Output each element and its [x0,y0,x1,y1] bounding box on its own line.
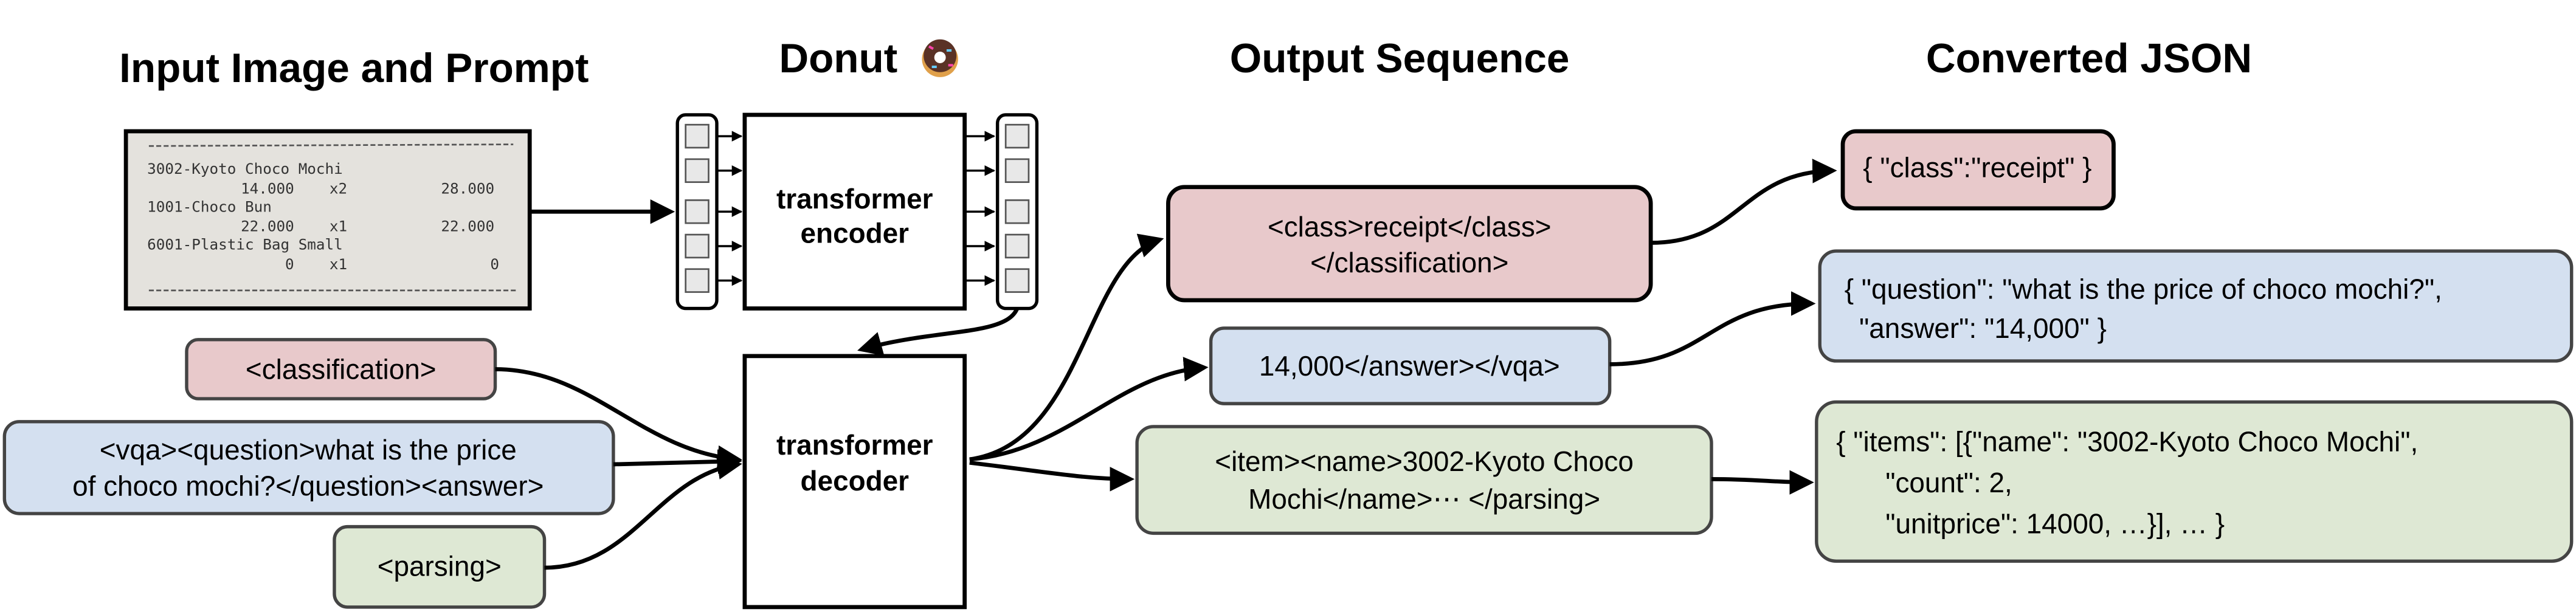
output-text: Mochi</name>⋯ </parsing> [1248,483,1600,515]
prompt-text: <vqa><question>what is the price [100,434,517,466]
receipt-line: 0 [490,255,499,273]
receipt-line: 0 [285,255,294,273]
encoder-output-tokens [995,113,1039,311]
class-to-json-arrow [1651,159,1837,245]
transformer-decoder: transformer decoder [742,354,967,610]
receipt-line: 1001-Choco Bun [147,198,272,215]
prompt-parsing: <parsing> [333,524,547,609]
receipt-line: 28.000 [441,180,494,198]
token-arrows-in [716,131,743,286]
json-text: { "class":"receipt" } [1863,152,2091,184]
decoder-label: decoder [801,465,910,497]
model-title: Donut [779,36,897,81]
json-title: Converted JSON [1926,36,2252,81]
parse-to-json-arrow [1711,470,1814,495]
decoder-to-vqa-arrow [969,357,1209,462]
encoder-to-decoder-arrow [857,308,1020,356]
decoder-to-parse-arrow [969,460,1135,492]
output-vqa: 14,000</answer></vqa> [1209,326,1612,405]
json-parsing: { "items": [{"name": "3002-Kyoto Choco M… [1815,400,2574,563]
receipt-line: x1 [330,255,347,273]
output-text: </classification> [1310,247,1508,278]
parsing-to-decoder-arrow [544,455,742,570]
json-vqa: { "question": "what is the price of choc… [1818,249,2574,363]
output-text: 14,000</answer></vqa> [1259,350,1560,382]
receipt-line: x1 [330,218,347,235]
output-title: Output Sequence [1230,36,1570,81]
token-arrows-out [964,131,996,286]
receipt-line: x2 [330,180,347,198]
receipt-image: 3002-Kyoto Choco Mochi 14.000 x2 28.000 … [123,129,532,311]
prompt-text: <parsing> [378,551,502,582]
input-title: Input Image and Prompt [119,46,589,91]
receipt-line: 6001-Plastic Bag Small [147,235,343,253]
output-classification: <class>receipt</class> </classification> [1166,185,1653,303]
transformer-encoder: transformer encoder [742,112,967,311]
classification-to-decoder-arrow [495,367,742,470]
json-classification: { "class":"receipt" } [1840,129,2116,211]
output-text: <item><name>3002-Kyoto Choco [1215,445,1634,477]
decoder-label: transformer [776,429,933,461]
receipt-line: 22.000 [241,218,294,235]
donut-icon [922,39,958,77]
encoder-input-tokens [675,113,719,311]
encoder-label: transformer [776,183,933,215]
output-parsing: <item><name>3002-Kyoto Choco Mochi</name… [1135,425,1713,535]
receipt-line: 14.000 [241,180,294,198]
receipt-line: 3002-Kyoto Choco Mochi [147,160,343,177]
json-text: { "question": "what is the price of choc… [1845,273,2442,304]
vqa-to-json-arrow [1609,291,1816,366]
vqa-to-decoder-arrow [613,449,742,474]
json-text: "count": 2, [1885,467,2012,498]
json-text: "answer": "14,000" } [1859,312,2107,344]
prompt-classification: <classification> [185,338,497,401]
decoder-to-class-arrow [969,233,1164,462]
json-text: { "items": [{"name": "3002-Kyoto Choco M… [1836,425,2418,457]
output-text: <class>receipt</class> [1268,211,1552,242]
encoder-label: encoder [801,218,910,249]
prompt-vqa: <vqa><question>what is the price of choc… [2,420,615,515]
json-text: "unitprice": 14000, …}], … } [1885,507,2225,539]
prompt-text: of choco mochi?</question><answer> [72,470,544,501]
prompt-text: <classification> [246,354,437,385]
receipt-line: 22.000 [441,218,494,235]
